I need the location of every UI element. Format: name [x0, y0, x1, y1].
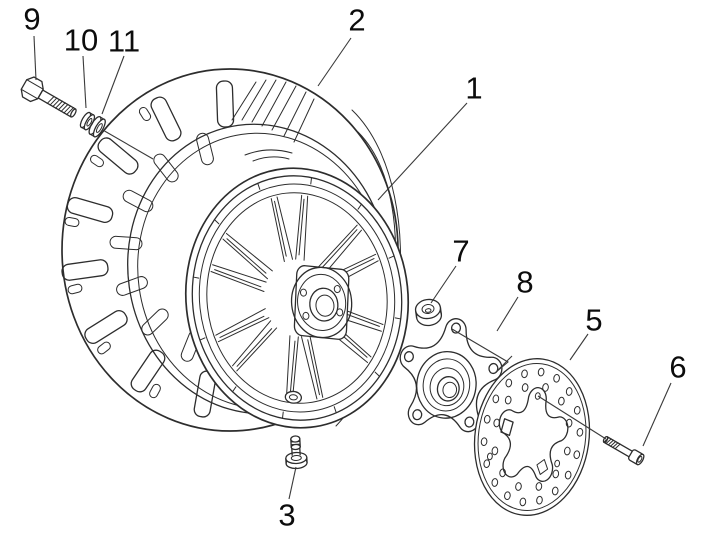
callout-11-label: 11: [108, 24, 140, 59]
callout-1-label: 1: [465, 71, 482, 106]
disc-bolt-alignment-line: [538, 396, 606, 439]
tire-tread-blocks: [61, 81, 278, 418]
callout-5-label: 5: [585, 303, 602, 338]
hub-drawing: [287, 260, 357, 346]
flange-disc-alignment-line: [452, 329, 512, 373]
leader-10: [83, 56, 86, 108]
valve-boss: [285, 391, 301, 404]
axle-alignment-line: [105, 131, 153, 159]
callout-7-label: 7: [452, 234, 469, 269]
callout-6-label: 6: [669, 350, 686, 385]
nut-drawing: [414, 298, 442, 327]
axle-bolt-drawing: [18, 75, 159, 169]
leader-9: [34, 36, 36, 80]
rim-ticks: [184, 170, 409, 426]
leader-11: [102, 56, 124, 114]
callout-3-label: 3: [278, 498, 295, 533]
valve-stem-drawing: [285, 435, 308, 469]
leader-8: [497, 297, 518, 331]
bolt-threads: [604, 436, 621, 449]
bolt-threads: [47, 95, 73, 116]
disc-drill-holes-outer: [473, 361, 591, 512]
leader-6: [643, 383, 671, 446]
callout-9-label: 9: [23, 2, 40, 37]
hub-flange-drawing: [391, 312, 508, 436]
leader-3: [289, 467, 296, 499]
leader-1: [378, 103, 467, 200]
leader-2: [318, 38, 351, 86]
leader-lines: [34, 36, 671, 499]
callout-2-label: 2: [348, 3, 365, 38]
rim-drawing: [173, 157, 421, 439]
leader-7: [431, 266, 456, 303]
leader-5: [570, 334, 588, 360]
brake-disc-drawing: [465, 351, 600, 523]
callout-labels: 1 2 3 5 6 7 8 9 10 11: [23, 2, 686, 533]
washer-large-drawing: [87, 115, 108, 138]
tire-tread-grooves: [232, 80, 314, 142]
callout-10-label: 10: [64, 23, 98, 58]
callout-8-label: 8: [516, 265, 533, 300]
disc-bolt-drawing: [601, 434, 645, 466]
